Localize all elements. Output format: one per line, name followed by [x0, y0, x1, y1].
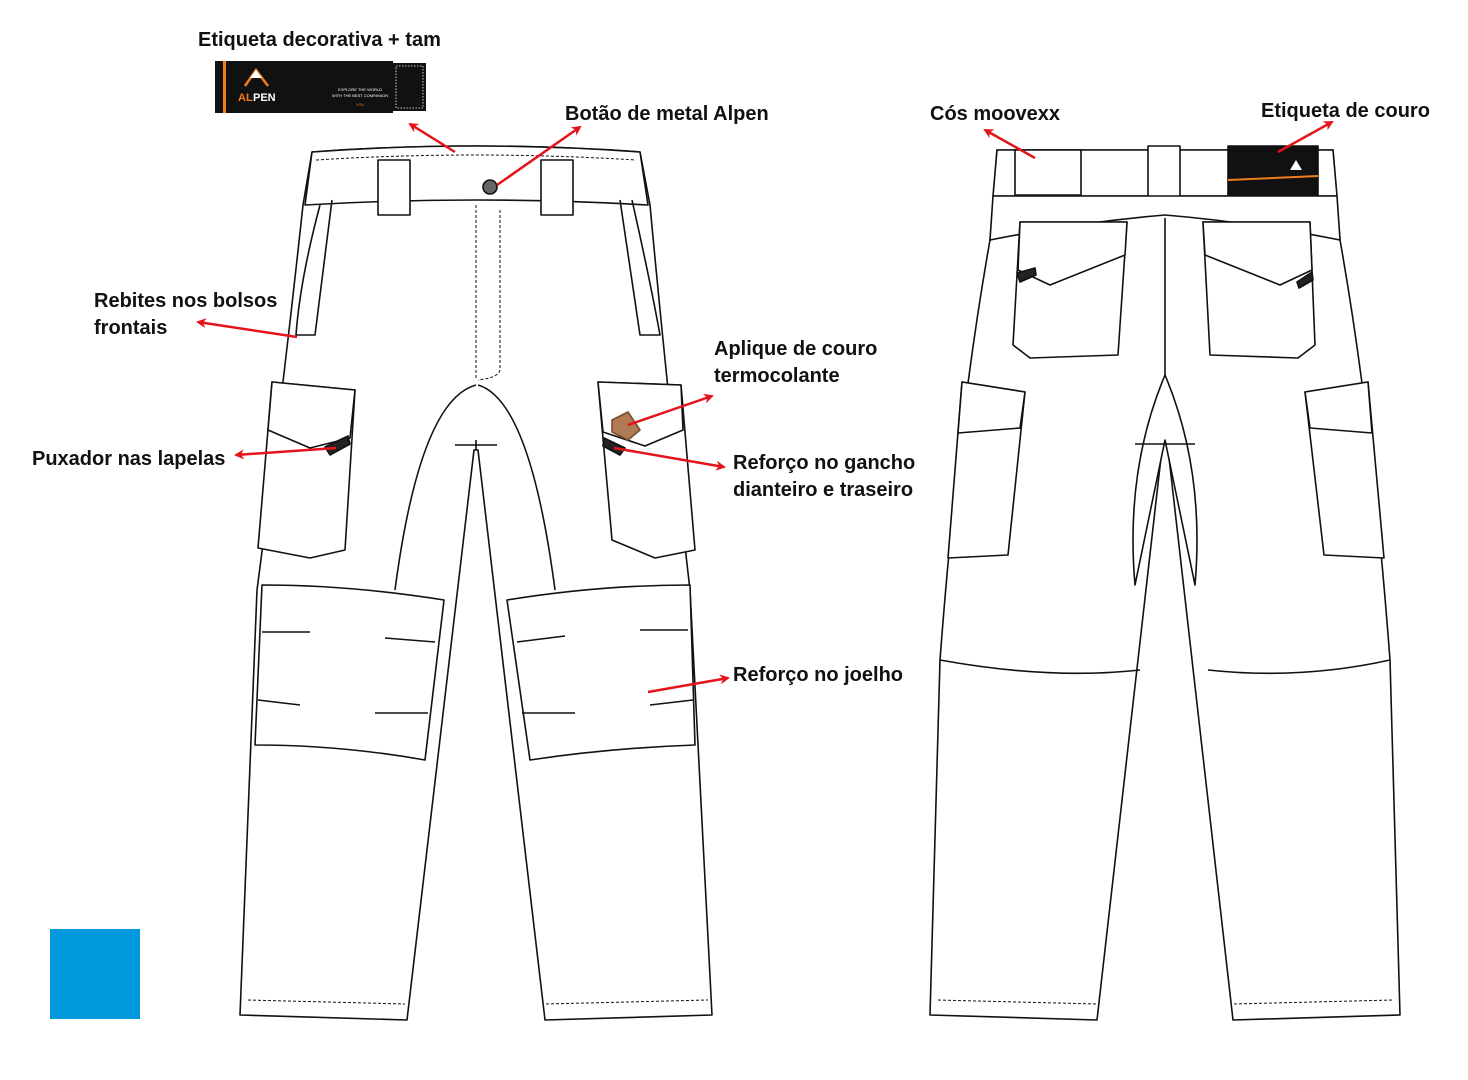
- tag-slogan-1: EXPLORE THE WORLD: [338, 87, 382, 92]
- back-crotch-reinforcement: [1132, 374, 1198, 586]
- tag-brand-pen: PEN: [253, 92, 276, 104]
- back-view-pants: [929, 145, 1401, 1021]
- label-front-rivets: Rebites nos bolsos frontais: [94, 290, 278, 339]
- arrow-icon: [196, 318, 298, 339]
- color-swatch: [50, 929, 140, 1019]
- left-pocket-flap: [267, 381, 356, 449]
- arrow-icon: [613, 446, 726, 471]
- tag-slogan-2: WITH THE BEST COMPANION: [332, 93, 388, 98]
- tag-slogan-3: YOU: [356, 102, 365, 107]
- leather-applique: [611, 411, 641, 441]
- label-crotch-reinforcement: Reforço no gancho dianteiro e traseiro: [733, 452, 916, 501]
- arrow-icon: [496, 125, 582, 187]
- leather-label: [1227, 145, 1319, 199]
- belt-loop: [377, 159, 411, 216]
- label-flap-pullers: Puxador nas lapelas: [32, 448, 226, 470]
- metal-button-icon: [482, 179, 498, 195]
- label-leather-label: Etiqueta de couro: [1261, 100, 1430, 122]
- belt-loop: [540, 159, 574, 216]
- arrow-icon: [647, 674, 730, 694]
- arrow-icon: [983, 128, 1036, 160]
- label-metal-button: Botão de metal Alpen: [565, 103, 769, 125]
- label-waistband: Cós moovexx: [930, 103, 1061, 125]
- arrow-icon: [408, 122, 456, 154]
- arrow-icon: [627, 393, 714, 427]
- callout-arrows: [196, 120, 1334, 694]
- label-knee-reinforcement: Reforço no joelho: [733, 664, 903, 686]
- front-view-pants: [239, 145, 713, 1021]
- right-knee-reinforcement: [506, 584, 696, 761]
- belt-loop: [1147, 145, 1181, 199]
- label-leather-applique: Aplique de couro termocolante: [714, 338, 878, 387]
- left-knee-reinforcement: [254, 584, 445, 761]
- arrow-icon: [234, 446, 337, 460]
- decorative-tag: [215, 61, 426, 113]
- label-decorative-tag: Etiqueta decorativa + tam: [198, 29, 441, 51]
- tag-brand-al: AL: [238, 92, 253, 104]
- arrow-icon: [1277, 120, 1334, 154]
